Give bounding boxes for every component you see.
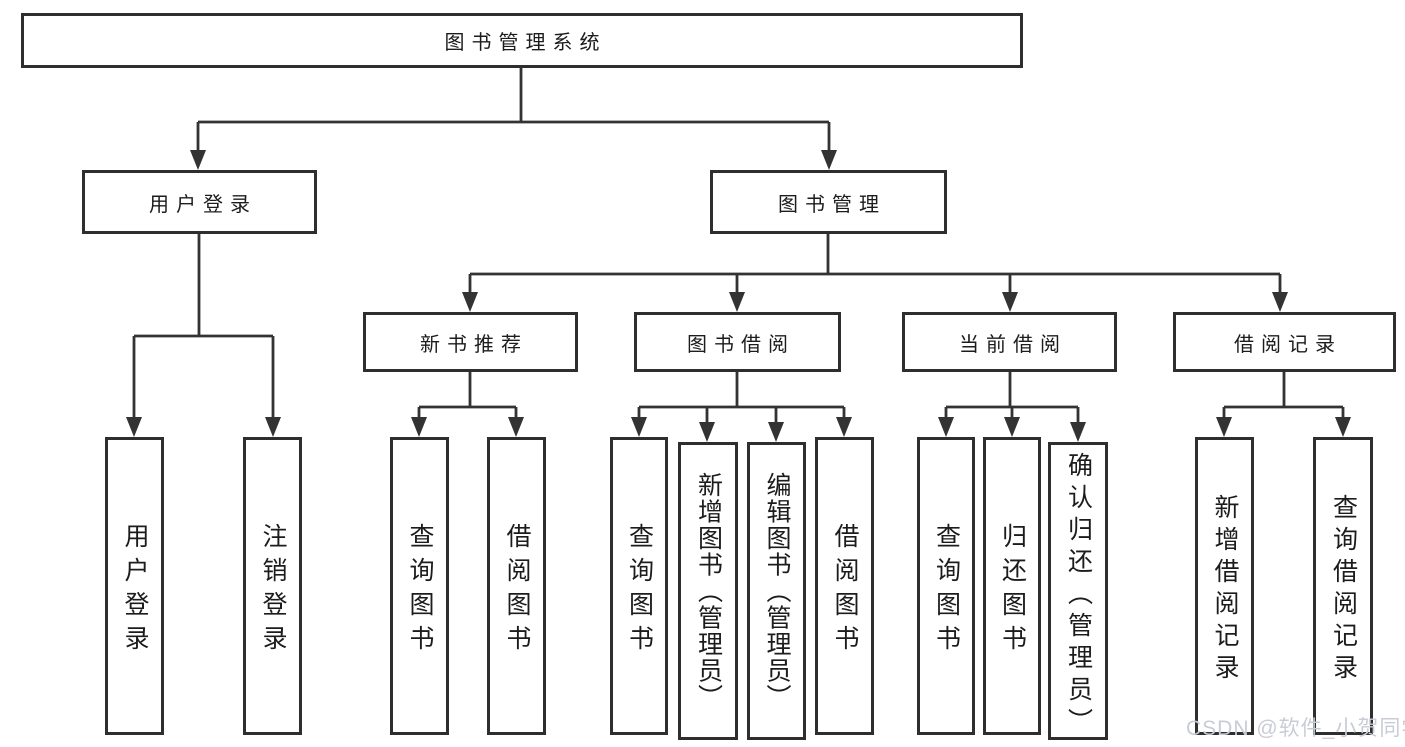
leaf-query-borrow-record: 查询借阅记录 xyxy=(1313,437,1373,735)
leaf-borrow-books-1: 借阅图书 xyxy=(487,437,546,735)
leaf-edit-book-admin: 编辑图书（管理员） xyxy=(747,442,806,740)
node-book-borrow: 图书借阅 xyxy=(634,312,841,372)
node-new-book-recommend: 新书推荐 xyxy=(363,312,578,372)
arrowheads xyxy=(126,150,1351,442)
leaf-confirm-return-admin: 确认归还（管理员） xyxy=(1048,442,1108,740)
leaf-add-borrow-record: 新增借阅记录 xyxy=(1195,437,1254,735)
node-current-borrow: 当前借阅 xyxy=(902,312,1117,372)
leaf-query-books-1: 查询图书 xyxy=(390,437,449,735)
connector-paths xyxy=(132,68,1345,424)
leaf-query-books-3: 查询图书 xyxy=(917,437,975,735)
leaf-return-books: 归还图书 xyxy=(983,437,1041,735)
leaf-add-book-admin: 新增图书（管理员） xyxy=(678,442,738,740)
node-user-login: 用户登录 xyxy=(82,170,317,234)
csdn-watermark: CSDN @软件_小贺同学 xyxy=(1186,717,1405,740)
leaf-user-login: 用户登录 xyxy=(105,437,164,735)
leaf-query-books-2: 查询图书 xyxy=(610,437,668,735)
leaf-logout: 注销登录 xyxy=(243,437,302,735)
node-root: 图书管理系统 xyxy=(21,13,1023,68)
leaf-borrow-books-2: 借阅图书 xyxy=(815,437,874,735)
node-borrow-records: 借阅记录 xyxy=(1173,312,1396,372)
node-book-management: 图书管理 xyxy=(710,170,947,234)
